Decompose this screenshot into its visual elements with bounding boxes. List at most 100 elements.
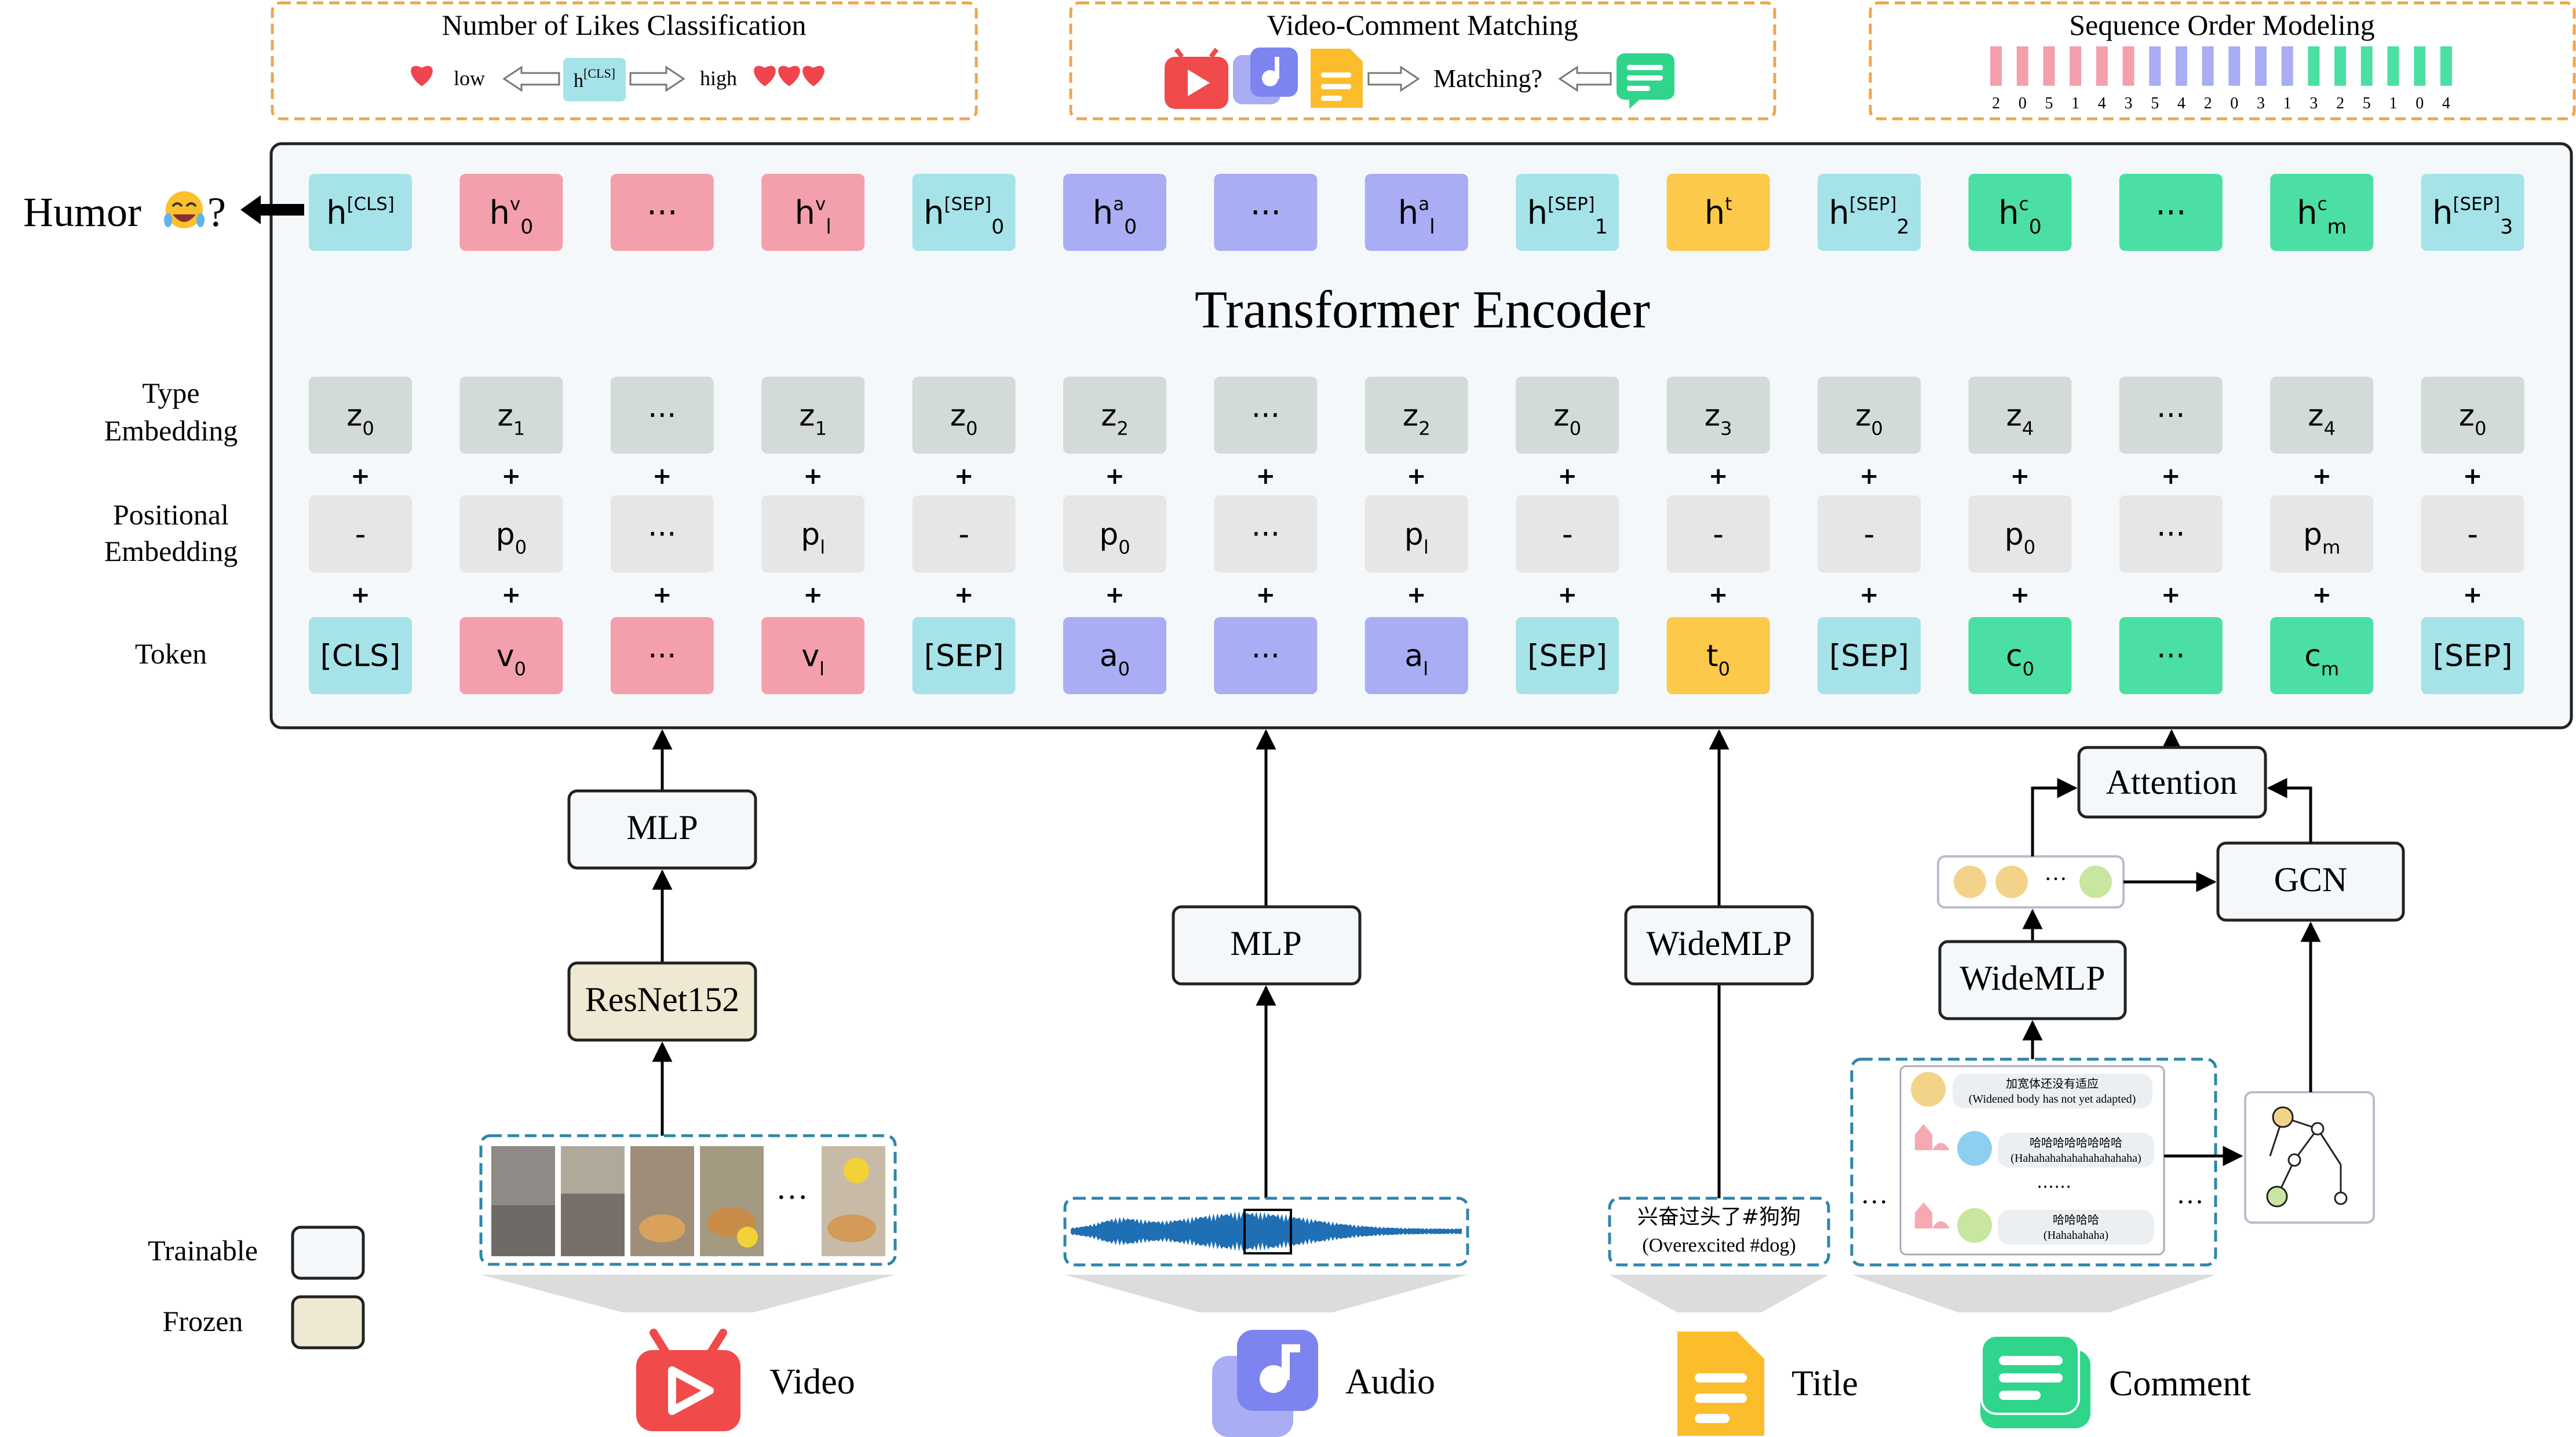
title-modality: Title (1677, 1332, 1858, 1436)
token-text-z: z2 (1101, 399, 1129, 440)
avatar (1957, 1131, 1992, 1166)
token-box-z (1214, 377, 1318, 454)
comment-bubble (1998, 1210, 2154, 1245)
token-text-h: h[SEP]3 (2432, 194, 2513, 239)
comment-bubble (1998, 1133, 2154, 1168)
token-box-z (610, 377, 714, 454)
token-box-h (459, 174, 563, 251)
comment-branch: Attention GCN ··· WideMLP ··· ··· 加宽体还没有… (1850, 729, 2405, 1267)
plus-sign: + (1105, 582, 1125, 608)
order-digit: 1 (2283, 94, 2292, 112)
token-box-p (2421, 495, 2524, 572)
plus-sign: + (1256, 582, 1276, 608)
token-box-z (1516, 377, 1619, 454)
plus-sign: + (2312, 463, 2331, 490)
order-bar (2096, 46, 2108, 86)
plus-sign: + (502, 582, 521, 608)
plus-sign: + (954, 463, 974, 490)
matching-task-title: Video-Comment Matching (1267, 9, 1578, 41)
token-grid: h[CLS]z0+-+[CLS]hv0z1+p0+v0······+···+··… (309, 174, 2524, 694)
plus-sign: + (2161, 582, 2181, 608)
order-bar (2440, 46, 2452, 86)
token-text-h: hal (1398, 194, 1435, 239)
order-bar (2308, 46, 2320, 86)
heart-icon (411, 65, 433, 86)
token-box-z (1364, 377, 1468, 454)
avatar (1954, 866, 1986, 898)
video-app-icon (1165, 48, 1228, 109)
order-digit: 2 (2336, 94, 2344, 112)
token-text-h: ··· (647, 194, 677, 232)
token-text-p: pl (1404, 517, 1429, 559)
token-text-h: h[CLS] (326, 194, 395, 232)
audio-waveform (1071, 1211, 1462, 1252)
plus-sign: + (351, 463, 370, 490)
order-digit: 1 (2071, 94, 2079, 112)
likes-classification-task: Number of Likes Classification low h[CLS… (271, 1, 978, 121)
video-modality-label: Video (769, 1362, 855, 1402)
token-box-t (1364, 617, 1468, 694)
order-bar (2387, 46, 2399, 86)
type-embedding-label-2: Embedding (104, 414, 238, 447)
audio-modality: Audio (1212, 1330, 1435, 1437)
order-bar (2414, 46, 2426, 86)
token-text-z: ··· (1251, 399, 1280, 433)
order-bar (2070, 46, 2082, 86)
graph-node (2287, 1153, 2301, 1167)
matching-question-label: Matching? (1433, 64, 1542, 93)
token-text-t: vl (801, 639, 824, 680)
plus-sign: + (1709, 582, 1728, 608)
token-box-t (1968, 617, 2072, 694)
token-box-p (1063, 495, 1166, 572)
token-box-t (1063, 617, 1166, 694)
order-bar (2281, 46, 2293, 86)
audio-window (1243, 1209, 1292, 1254)
token-text-t: [SEP] (1527, 639, 1607, 674)
token-box-p (459, 495, 563, 572)
token-text-h: ··· (1250, 194, 1281, 232)
plus-sign: + (2463, 463, 2483, 490)
order-bar (2360, 46, 2373, 86)
token-text-t: al (1404, 639, 1428, 680)
token-box-h (1063, 174, 1166, 251)
token-box-h (912, 174, 1016, 251)
token-box-z (1063, 377, 1166, 454)
legend-frozen-swatch (291, 1295, 365, 1350)
order-bar (2016, 46, 2028, 86)
order-bar (1990, 46, 2002, 86)
graph-node (2311, 1122, 2325, 1136)
comment-3-en: (Hahahahaha) (2044, 1229, 2108, 1242)
token-box-t (610, 617, 714, 694)
plus-sign: + (502, 463, 521, 490)
token-text-p: - (1562, 517, 1573, 552)
token-text-t: [SEP] (2433, 639, 2513, 674)
comment-funnel (1852, 1275, 2216, 1312)
video-branch: MLP ResNet152 ··· (479, 729, 897, 1266)
token-text-z: z0 (1553, 399, 1581, 440)
order-digit: 4 (2177, 94, 2185, 112)
token-box-t (309, 617, 412, 694)
comment-thread-ellipsis-right: ··· (2176, 1187, 2204, 1217)
legend-frozen-label: Frozen (163, 1305, 243, 1337)
token-box-h (309, 174, 412, 251)
token-box-p (761, 495, 865, 572)
token-box-h (610, 174, 714, 251)
video-frames: ··· (491, 1146, 885, 1256)
title-text-box (1608, 1197, 1830, 1267)
order-task-title: Sequence Order Modeling (2069, 9, 2375, 41)
plus-sign: + (2161, 463, 2181, 490)
graph-node (2334, 1191, 2348, 1205)
plus-sign: + (652, 582, 672, 608)
plus-sign: + (1859, 582, 1879, 608)
token-box-h (1516, 174, 1619, 251)
token-text-t: cm (2304, 639, 2339, 680)
token-text-t: [SEP] (924, 639, 1004, 674)
order-bar (2122, 46, 2134, 86)
likes-high-label: high (700, 67, 737, 90)
order-digit: 0 (2416, 94, 2424, 112)
token-text-z: z4 (2006, 399, 2034, 440)
title-widemlp-box (1624, 905, 1814, 986)
humor-question-mark: ? (207, 189, 226, 235)
